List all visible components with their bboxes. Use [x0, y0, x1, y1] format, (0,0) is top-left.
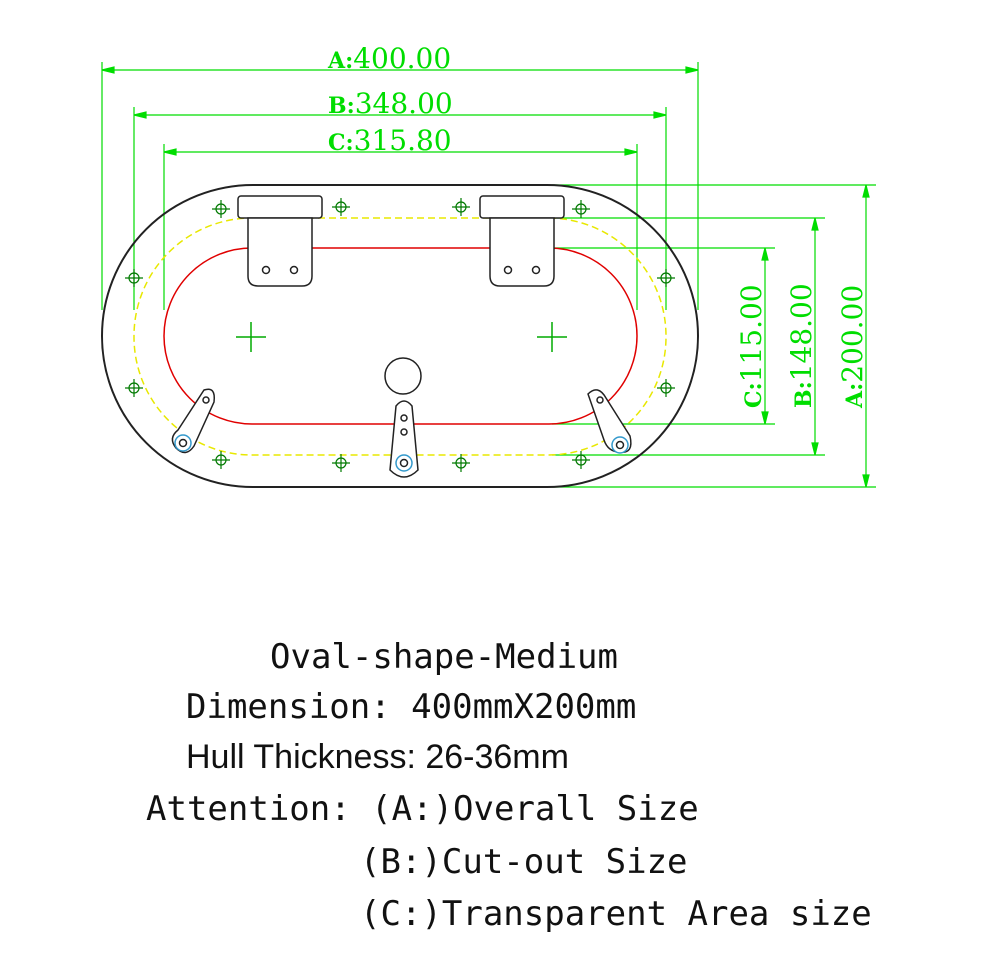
caption-dimension: Dimension: 400mmX200mm — [186, 687, 637, 727]
caption-title: Oval-shape-Medium — [270, 637, 618, 677]
dimension-a-width — [101, 62, 699, 310]
bolt-hole — [572, 451, 590, 469]
dimension-c-width-text: C:315.80 — [328, 124, 452, 157]
glass-outline — [163, 247, 638, 425]
dog-clamp-left — [171, 388, 216, 454]
dimension-c-height — [552, 247, 775, 425]
caption-attention-overall: Attention: (A:)Overall Size — [146, 789, 699, 829]
dimension-b-height — [552, 217, 825, 456]
hinge-right — [479, 195, 565, 287]
bolt-hole — [657, 269, 675, 287]
caption-hull-thickness: Hull Thickness: 26-36mm — [186, 738, 569, 776]
dimension-b-height-text: B:148.00 — [785, 283, 818, 408]
center-mark-right — [537, 322, 567, 352]
outer-frame — [101, 184, 699, 488]
bolt-hole — [332, 454, 350, 472]
dog-clamp-right — [587, 389, 632, 454]
bolt-hole — [212, 200, 230, 218]
dimension-c-height-text: C:115.00 — [735, 284, 768, 408]
center-knob — [384, 357, 422, 395]
caption-attention-cutout: (B:)Cut-out Size — [360, 842, 688, 882]
bolt-hole — [332, 198, 350, 216]
caption-attention-transparent: (C:)Transparent Area size — [360, 894, 872, 934]
dimension-a-height-text: A:200.00 — [836, 285, 869, 409]
dog-clamp-center — [389, 400, 419, 478]
dimension-a-width-text: A:400.00 — [327, 42, 451, 75]
center-mark-left — [236, 322, 266, 352]
porthole-drawing: A:400.00 B:348.00 C:315.80 A:200.00 B:14… — [101, 42, 876, 488]
bolt-hole — [452, 454, 470, 472]
bolt-hole — [125, 269, 143, 287]
bolt-hole — [125, 379, 143, 397]
bolt-holes — [125, 198, 675, 472]
dimension-a-height — [552, 184, 876, 488]
hinge-left — [237, 195, 323, 287]
bolt-hole — [657, 379, 675, 397]
bolt-hole — [212, 451, 230, 469]
dimension-b-width-text: B:348.00 — [328, 87, 453, 120]
bolt-hole — [572, 200, 590, 218]
dimension-c-width — [163, 144, 638, 310]
bolt-hole — [452, 198, 470, 216]
